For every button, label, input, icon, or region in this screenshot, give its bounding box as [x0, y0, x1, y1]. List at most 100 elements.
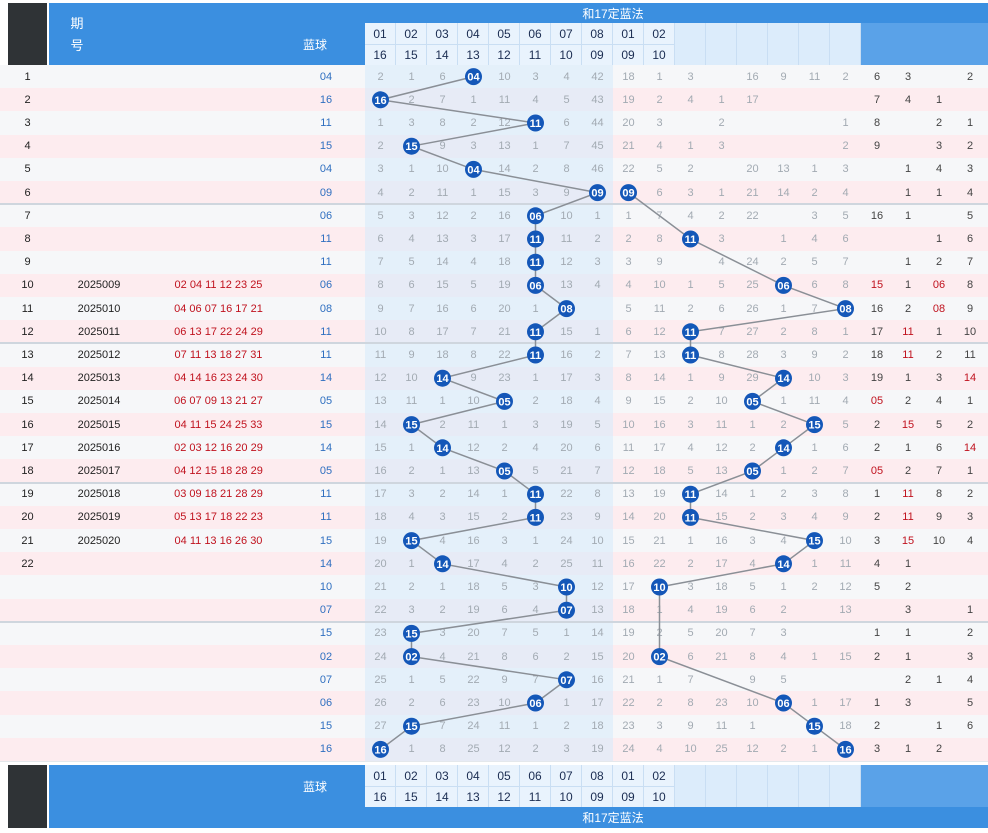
- miss-value: 3: [780, 627, 787, 640]
- stat-value: 2: [966, 140, 974, 153]
- blue-ball-marker: 11: [527, 323, 544, 341]
- miss-value: 8: [470, 348, 477, 361]
- footer-blue-ball-label: 蓝球: [302, 779, 327, 794]
- footer-num-bottom-4: 13: [458, 786, 489, 807]
- miss-value: 2: [780, 325, 787, 338]
- miss-value: 16: [436, 302, 449, 315]
- miss-value: 24: [374, 650, 387, 663]
- blue-ball-marker: 09: [589, 184, 606, 202]
- ball-label: 06: [529, 211, 541, 223]
- miss-value: 2: [532, 743, 539, 756]
- miss-value: 4: [780, 650, 787, 663]
- stat-value: 9: [935, 511, 943, 524]
- miss-value: 1: [501, 418, 508, 431]
- miss-value: 3: [656, 116, 663, 129]
- miss-value: 14: [374, 418, 387, 431]
- footer-method-title: 和17定蓝法: [582, 811, 644, 825]
- ball-circle: [496, 462, 513, 480]
- stat-value: 7: [966, 256, 974, 269]
- miss-value: 4: [501, 557, 508, 570]
- blue-ball-marker-secondary: 14: [775, 439, 792, 457]
- miss-value: 8: [749, 650, 756, 663]
- blue-ball-marker-secondary: 11: [682, 230, 699, 248]
- stat-value: 4: [873, 557, 881, 570]
- miss-value: 8: [842, 279, 849, 292]
- miss-value: 14: [653, 372, 666, 385]
- blue-ball-value: 15: [319, 627, 333, 640]
- issue-number: 2025020: [77, 534, 121, 547]
- stat-value: 1: [904, 372, 912, 385]
- miss-value: 3: [439, 511, 446, 524]
- miss-value: 1: [718, 93, 725, 106]
- red-balls: 04 12 15 18 28 29: [174, 464, 263, 477]
- footer-num-faded-col: [737, 765, 768, 807]
- miss-value: 5: [532, 464, 539, 477]
- ball-label: 15: [405, 628, 417, 640]
- miss-value: 13: [560, 279, 573, 292]
- ball-circle: [527, 508, 544, 526]
- stat-value: 2: [904, 302, 912, 315]
- miss-value: 16: [467, 534, 480, 547]
- ball-circle: [620, 184, 637, 202]
- miss-value: 17: [715, 557, 728, 570]
- miss-value: 20: [467, 627, 480, 640]
- footer-num-top-7: 07: [551, 765, 582, 786]
- stat-value: 2: [904, 580, 912, 593]
- stat-value: 15: [901, 418, 915, 431]
- stat-value: 08: [932, 302, 946, 315]
- row-index: 15: [21, 395, 34, 408]
- ball-label: 10: [560, 582, 572, 594]
- miss-value: 1: [439, 464, 446, 477]
- issue-number: 2025011: [77, 325, 120, 338]
- miss-value: 7: [563, 140, 570, 153]
- header-num-bottom-6: 11: [520, 44, 551, 65]
- blue-ball-value: 07: [319, 673, 333, 686]
- miss-value: 27: [374, 720, 387, 733]
- miss-value: 11: [839, 557, 852, 570]
- header-num-top-5: 05: [489, 23, 520, 44]
- stat-value: 2: [935, 348, 943, 361]
- stat-value: 2: [966, 488, 974, 501]
- miss-value: 15: [374, 441, 387, 454]
- miss-value: 1: [625, 209, 632, 222]
- blue-ball-value: 04: [319, 70, 333, 83]
- red-balls: 02 04 11 12 23 25: [174, 279, 263, 292]
- blue-band: [365, 459, 613, 483]
- miss-value: 1: [687, 140, 694, 153]
- miss-value: 1: [780, 302, 787, 315]
- stat-value: 6: [966, 720, 974, 733]
- row-index: 4: [24, 140, 31, 153]
- miss-value: 11: [591, 557, 604, 570]
- miss-value: 1: [749, 720, 756, 733]
- miss-value: 1: [594, 209, 601, 222]
- miss-value: 4: [563, 70, 570, 83]
- row-index: 1: [24, 70, 31, 83]
- ball-circle: [403, 416, 420, 434]
- row-index: 16: [21, 418, 34, 431]
- footer-num-faded-col: [830, 765, 861, 807]
- miss-value: 5: [749, 580, 756, 593]
- stat-value: 1: [873, 627, 881, 640]
- miss-value: 2: [780, 743, 787, 756]
- miss-value: 3: [718, 232, 725, 245]
- miss-value: 3: [439, 627, 446, 640]
- blue-ball-value: 11: [320, 325, 332, 338]
- miss-value: 1: [563, 696, 570, 709]
- ball-circle: [744, 462, 761, 480]
- miss-value: 21: [622, 673, 635, 686]
- stat-value: 15: [901, 534, 915, 547]
- miss-value: 7: [470, 325, 477, 338]
- ball-label: 02: [653, 652, 665, 664]
- blue-band: [365, 389, 613, 413]
- ball-circle: [403, 137, 420, 155]
- miss-value: 9: [470, 372, 477, 385]
- miss-value: 29: [746, 372, 759, 385]
- header-num-faded-col: [799, 23, 830, 65]
- blue-ball-marker-secondary: 10: [651, 578, 668, 596]
- miss-value: 4: [687, 604, 694, 617]
- miss-value: 11: [436, 186, 449, 199]
- miss-value: 4: [377, 186, 384, 199]
